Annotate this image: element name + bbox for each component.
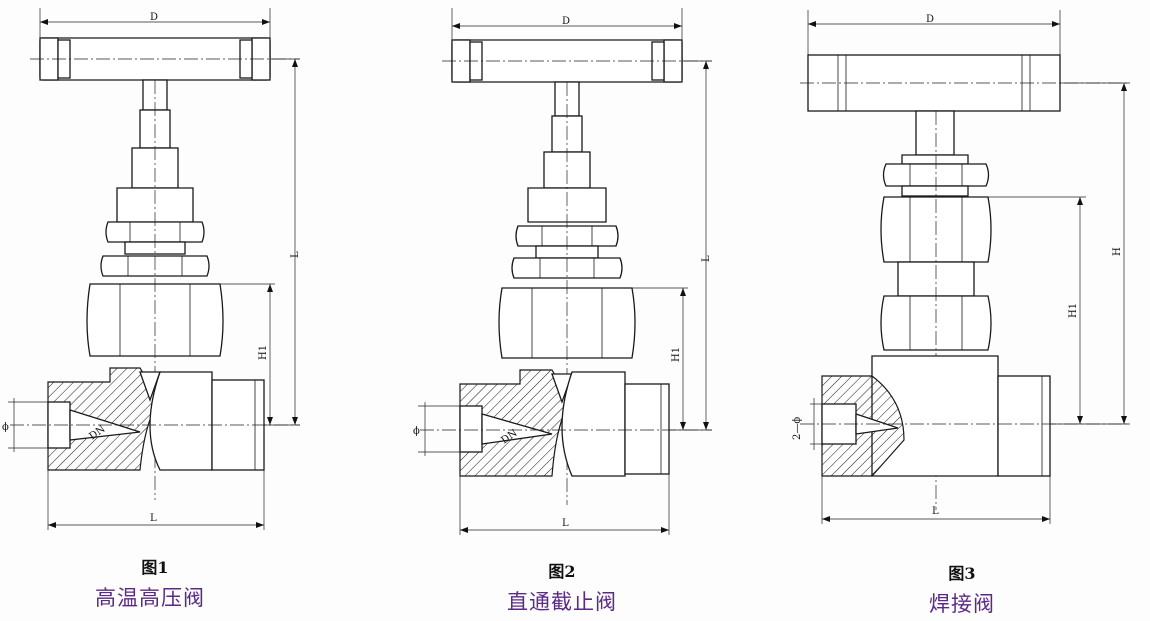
fig3-dim-h1: H1	[1068, 303, 1079, 318]
figure-1-drawing: D DN	[2, 8, 301, 530]
fig1-dim-d: D	[150, 12, 158, 23]
fig2-dim-l-bottom: L	[562, 518, 569, 529]
fig3-dim-l-bottom: L	[932, 506, 939, 517]
fig2-dim-h1: H1	[671, 347, 682, 362]
figure-3-label: 图3	[948, 564, 976, 583]
fig3-dim-d: D	[926, 14, 934, 25]
fig3-dim-h: H	[1112, 247, 1123, 256]
figure-3-title: 焊接阀	[929, 592, 995, 616]
fig2-dim-d: D	[562, 16, 570, 27]
figure-1-label: 图1	[141, 558, 169, 577]
figure-2-title: 直通截止阀	[507, 590, 617, 614]
fig1-dim-l-side: L	[290, 251, 301, 258]
fig1-dim-phi: ϕ	[2, 422, 9, 433]
fig2-dim-phi: ϕ	[413, 426, 420, 437]
figure-1-title: 高温高压阀	[95, 586, 205, 610]
figure-3-drawing: D 2—ϕ H	[792, 10, 1130, 524]
fig1-dim-h1: H1	[258, 345, 269, 360]
figure-2-label: 图2	[548, 562, 576, 581]
fig3-dim-phi: 2—ϕ	[792, 417, 803, 440]
fig2-dim-l-side: L	[701, 255, 712, 262]
fig1-dim-l-bottom: L	[150, 513, 157, 524]
figure-2-drawing: D DN ϕ	[413, 8, 712, 535]
